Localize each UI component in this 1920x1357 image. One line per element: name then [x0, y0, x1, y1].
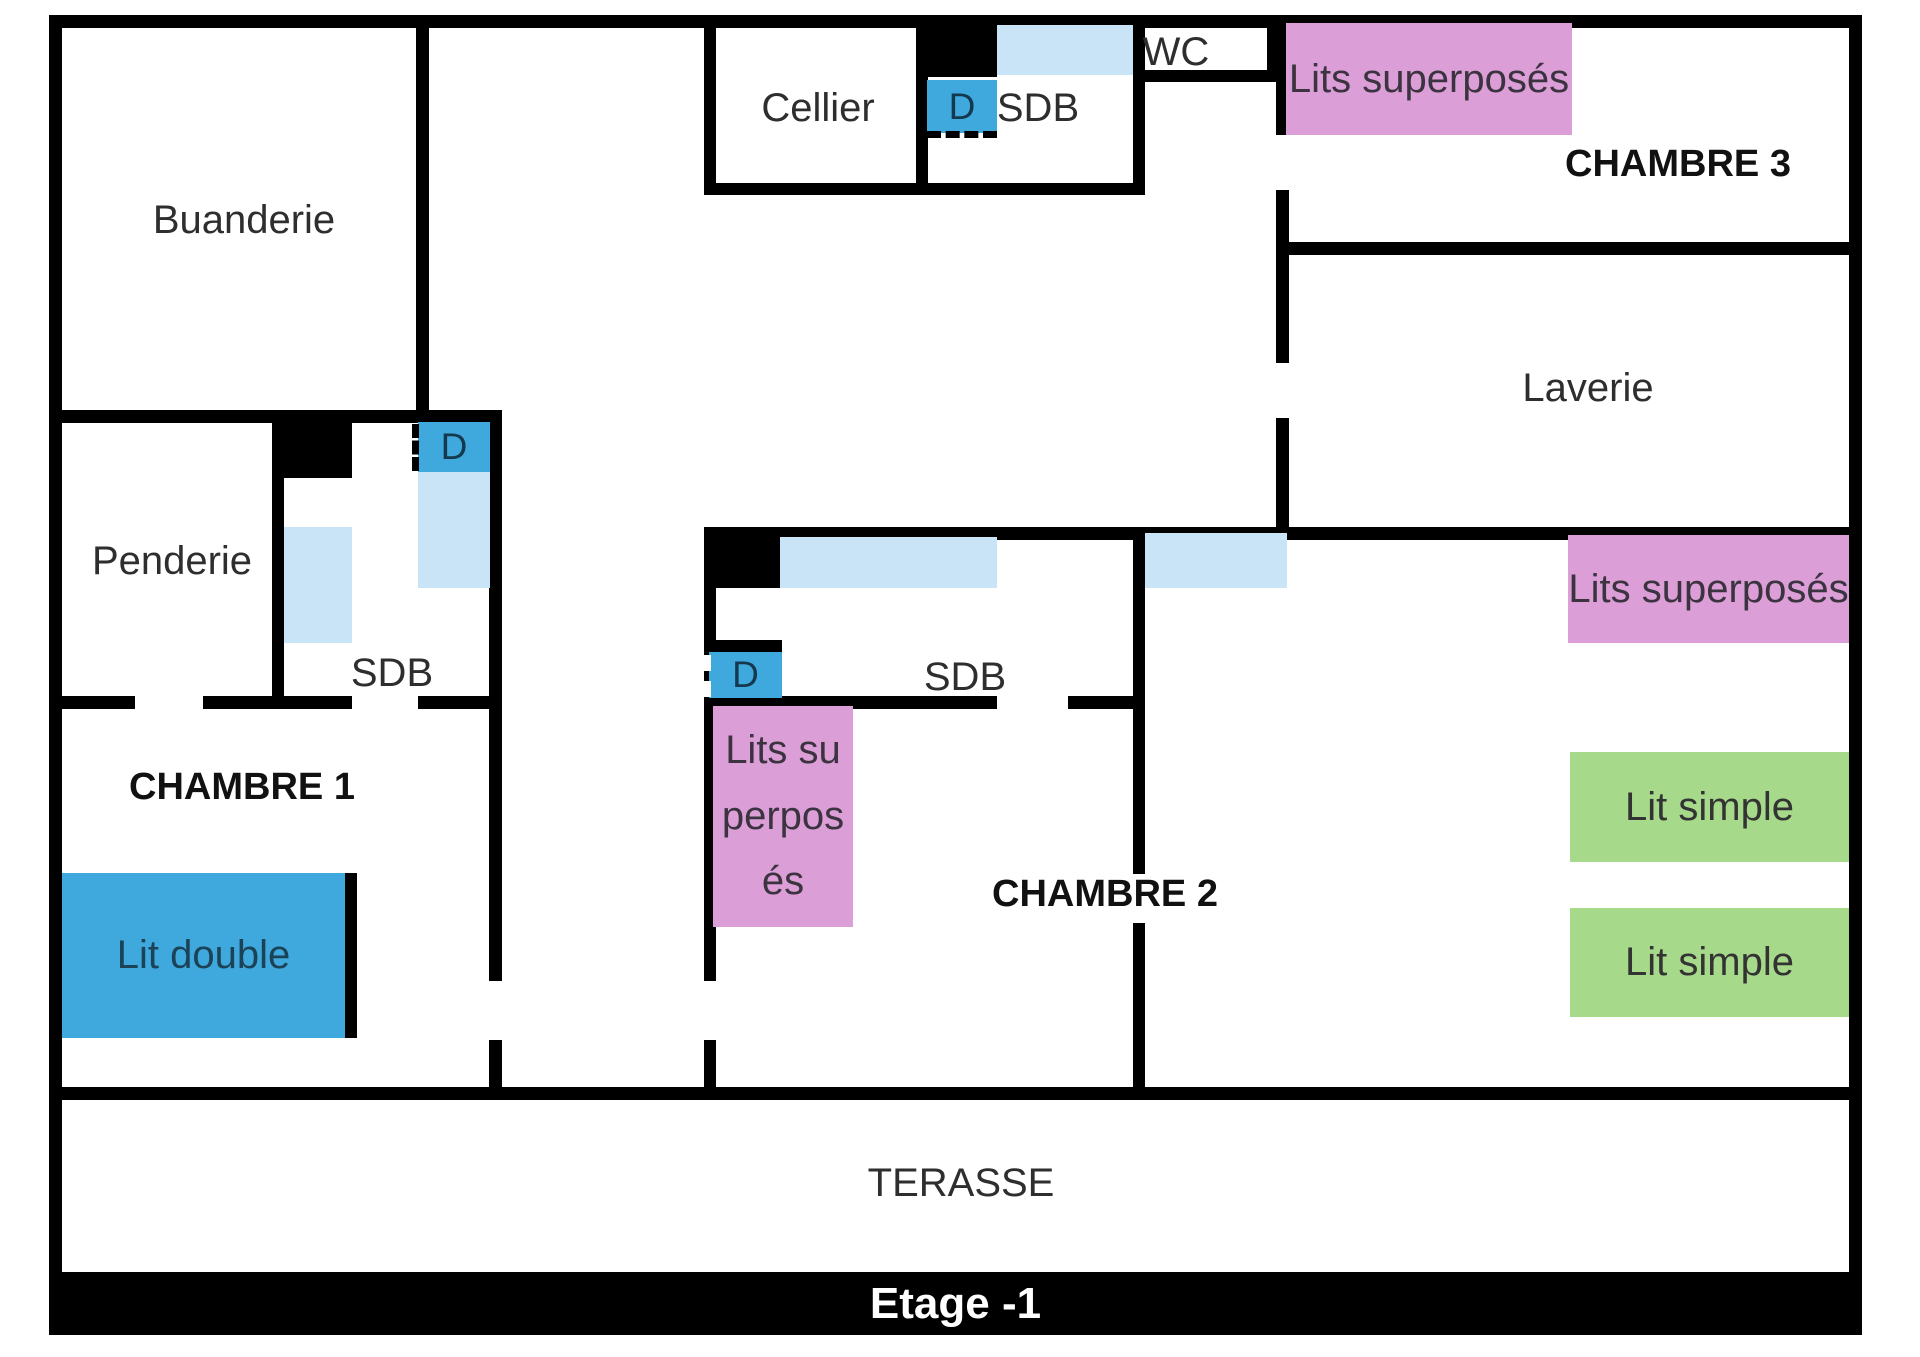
bath-sdb-middle	[780, 537, 997, 588]
door-label: D	[948, 85, 976, 127]
wall-sdb2-bottom-seg1	[704, 696, 997, 709]
bed-double: Lit double	[62, 873, 345, 1038]
wall-terasse-top	[49, 1087, 1862, 1100]
door-sdb-middle: D	[709, 652, 782, 698]
wall-door3-top-bar	[704, 640, 782, 652]
black-block-cellier	[916, 23, 997, 77]
room-label-buanderie: Buanderie	[152, 198, 336, 242]
door-sdb-top: D	[927, 80, 997, 133]
wall-lit-double-head	[345, 873, 357, 1038]
room-label-wc: WC	[1142, 30, 1210, 74]
shower-sdb-left-a	[284, 527, 352, 643]
wall-cellier-left	[704, 15, 716, 195]
bunk-bed-label: Lits superposés	[721, 728, 845, 904]
wall-sdb1-bottom-seg1	[49, 696, 135, 709]
floor-title-bar: Etage -1	[49, 1272, 1862, 1335]
wall-wc-right	[1267, 15, 1278, 82]
wall-outer-left	[49, 15, 62, 1272]
bath-chambre2	[1145, 533, 1287, 588]
wall-chambre1-right-stub	[489, 1040, 502, 1100]
room-label-sdb-top: SDB	[996, 86, 1080, 130]
wall-outer-right	[1849, 15, 1862, 1272]
wall-wc-bottom	[1139, 70, 1278, 82]
bunk-bed-label: Lits superposés	[1288, 56, 1570, 101]
black-block-sdb-middle	[704, 532, 780, 588]
room-label-penderie: Penderie	[91, 539, 253, 583]
wall-buanderie-right	[416, 15, 429, 423]
room-label-sdb-left: SDB	[350, 651, 434, 695]
shower-sdb-left-b	[418, 472, 490, 588]
room-label-laverie: Laverie	[1522, 366, 1654, 410]
door-label: D	[732, 654, 759, 695]
door-swing-dash-left	[412, 424, 419, 471]
wall-sdb1-bottom-seg3	[418, 696, 502, 709]
room-label-terasse: TERASSE	[867, 1161, 1055, 1205]
single-bed-top: Lit simple	[1570, 752, 1849, 862]
wall-chambre3-left-seg3	[1276, 418, 1289, 540]
single-bed-bottom: Lit simple	[1570, 908, 1849, 1017]
single-bed-label: Lit simple	[1625, 940, 1794, 984]
wall-sdb2-bottom-seg2	[1068, 696, 1145, 709]
wall-chambre3-left-seg2	[1276, 190, 1289, 363]
wall-chambre3-bottom	[1283, 242, 1862, 255]
single-bed-label: Lit simple	[1625, 784, 1794, 829]
bath-sdb-top	[997, 25, 1133, 75]
wall-hall-right-vert-stub	[704, 1040, 716, 1100]
room-label-sdb-middle: SDB	[923, 655, 1007, 699]
wall-sdbtop-right	[1133, 15, 1145, 195]
door-sdb-left: D	[418, 422, 490, 472]
bunk-bed-chambre2-right: Lits superposés	[1568, 535, 1849, 643]
wall-chambre1-right	[489, 410, 502, 981]
door-swing-dash-middle	[703, 655, 711, 697]
wall-chambre2-right-seg2	[1133, 923, 1145, 1100]
floor-title: Etage -1	[869, 1278, 1042, 1328]
room-label-chambre-2: CHAMBRE 2	[992, 873, 1218, 916]
bed-double-label: Lit double	[116, 933, 291, 977]
room-label-chambre-3: CHAMBRE 3	[1565, 143, 1791, 186]
wall-penderie-right	[272, 416, 284, 708]
black-block-penderie	[272, 416, 352, 478]
wall-chambre3-left-seg1	[1276, 15, 1289, 135]
bunk-bed-chambre3: Lits superposés	[1286, 23, 1572, 135]
wall-sdb1-bottom-seg2	[203, 696, 352, 709]
door-label: D	[440, 426, 468, 467]
bunk-bed-chambre2-mid: Lits superposés	[713, 706, 853, 927]
door-swing-dash-top	[927, 131, 997, 138]
room-label-cellier: Cellier	[761, 86, 875, 130]
bunk-bed-label: Lits superposés	[1568, 566, 1849, 611]
room-label-chambre-1: CHAMBRE 1	[129, 766, 355, 809]
